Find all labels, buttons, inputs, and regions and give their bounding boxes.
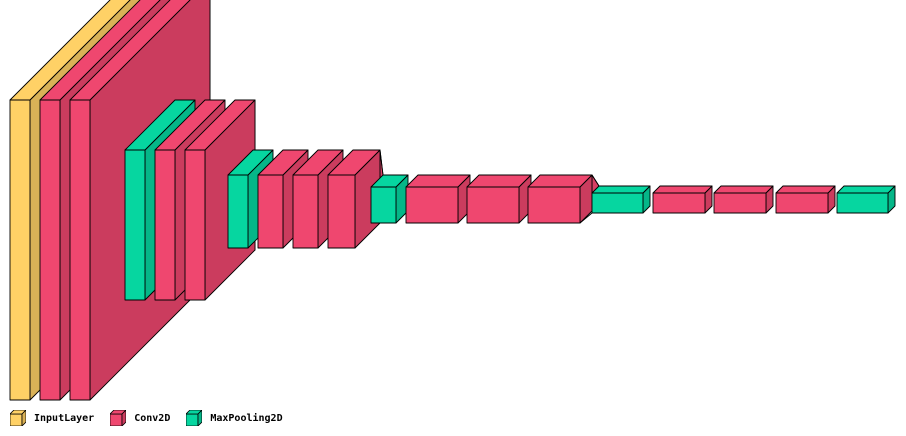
layer-front-face <box>836 192 889 214</box>
layer-block-12-conv <box>405 174 471 224</box>
conv2d-swatch-icon <box>110 410 127 426</box>
layer-front-face <box>292 174 319 249</box>
layer-block-14-conv <box>527 174 593 224</box>
layer-front-face <box>327 174 356 249</box>
layer-front-face <box>370 186 397 224</box>
layer-block-15-pool <box>591 185 651 214</box>
layer-front-face <box>713 192 767 214</box>
layer-block-10-conv <box>327 149 381 249</box>
layer-top-face <box>466 174 532 188</box>
layer-front-face <box>527 186 581 224</box>
layer-front-face <box>69 99 91 401</box>
maxpooling-swatch-icon <box>186 410 203 426</box>
layer-top-face <box>713 185 774 194</box>
layer-front-face <box>591 192 644 214</box>
layer-front-face <box>9 99 31 401</box>
layer-front-face <box>466 186 520 224</box>
layer-front-face <box>652 192 706 214</box>
layer-front-face <box>124 149 146 301</box>
funnel-edge <box>379 149 384 176</box>
funnel-edge <box>591 174 600 187</box>
legend-item-pool: MaxPooling2D <box>186 410 283 426</box>
layer-front-face <box>257 174 284 249</box>
input-layer-swatch-icon <box>10 410 26 426</box>
layer-block-19-pool <box>836 185 896 214</box>
layer-front-face <box>39 99 61 401</box>
layer-block-11-pool <box>370 174 409 224</box>
layer-front-face <box>154 149 176 301</box>
legend: InputLayer Conv2D MaxPooling2D <box>10 410 283 426</box>
legend-label-input: InputLayer <box>34 412 95 424</box>
layer-top-face <box>527 174 593 188</box>
layer-front-face <box>775 192 829 214</box>
layer-block-13-conv <box>466 174 532 224</box>
layer-top-face <box>652 185 713 194</box>
layer-block-18-conv <box>775 185 836 214</box>
layer-front-face <box>227 174 249 249</box>
layer-top-face <box>836 185 896 194</box>
layer-front-face <box>184 149 206 301</box>
layer-top-face <box>405 174 471 188</box>
layer-block-17-conv <box>713 185 774 214</box>
layer-front-face <box>405 186 459 224</box>
layer-top-face <box>591 185 651 194</box>
layer-top-face <box>775 185 836 194</box>
legend-item-input: InputLayer <box>10 410 94 426</box>
legend-item-conv: Conv2D <box>110 410 170 426</box>
legend-label-conv: Conv2D <box>134 412 171 424</box>
layer-block-16-conv <box>652 185 713 214</box>
legend-label-pool: MaxPooling2D <box>210 412 283 424</box>
